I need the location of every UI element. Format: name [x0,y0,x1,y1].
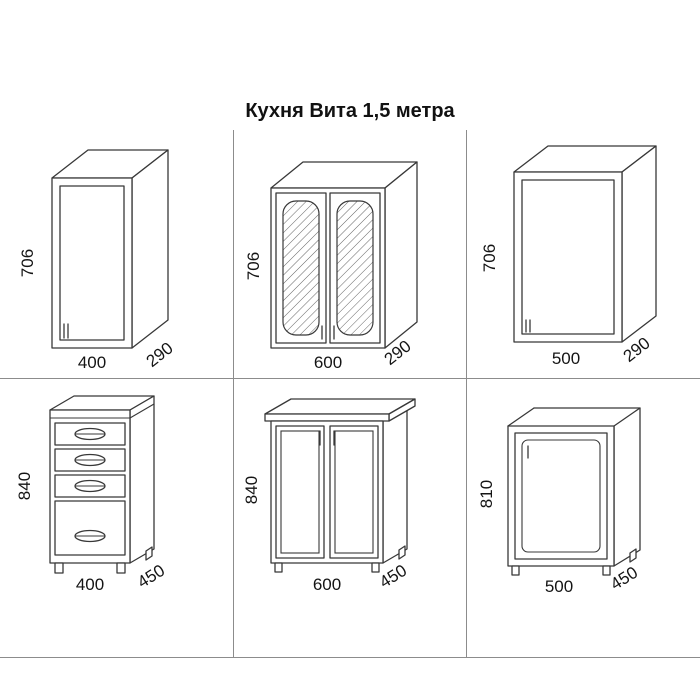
leg [116,562,126,574]
cabinet-isometric-body [49,395,155,574]
height-dim-label: 706 [244,252,263,280]
leg [602,565,611,576]
sink-base-cabinet-drawing: 810 500 450 [477,407,641,596]
height-dim-label: 840 [242,476,261,504]
grid-divider-horizontal-bottom [0,657,700,658]
side-face [613,407,641,567]
door-panel [521,179,615,335]
cell-wall-cabinet-600: 706 600 290 [233,130,466,378]
diagram-grid: 706 400 290 [0,130,700,657]
wall-cabinet-two-glass-doors-drawing: 706 600 290 [244,161,418,372]
wall-cabinet-single-door-wide-drawing: 706 500 290 [480,145,657,368]
leg [145,546,153,561]
cell-wall-cabinet-500: 706 500 290 [466,130,700,378]
width-dim-label: 400 [76,575,104,594]
height-dim-label: 840 [15,472,34,500]
width-dim-label: 600 [313,575,341,594]
cabinet-isometric-body [51,149,169,349]
door-panel [59,185,125,341]
side-face [131,149,169,349]
right-glass-panel [336,200,374,336]
door-inner-panel [521,439,601,553]
leg [371,562,380,573]
side-face [382,406,408,564]
height-dim-label: 810 [477,480,496,508]
drawer-front [54,500,126,556]
right-door-panel [329,425,379,559]
width-dim-label: 500 [552,349,580,368]
right-door-inner-panel [334,430,374,554]
left-door-inner-panel [280,430,320,554]
cell-sink-base-cabinet-500: 810 500 450 [466,378,700,657]
leg [629,548,637,563]
cabinet-isometric-body [264,398,416,573]
countertop-front [264,413,390,422]
width-dim-label: 500 [545,577,573,596]
leg [274,562,283,573]
height-dim-label: 706 [18,249,37,277]
depth-dim-label: 450 [134,561,168,592]
cabinet-isometric-body [513,145,657,343]
grid-divider-vertical-1 [233,130,234,658]
width-dim-label: 600 [314,353,342,372]
depth-dim-label: 450 [607,563,641,594]
base-cabinet-four-drawers-drawing: 840 400 450 [15,395,168,594]
width-dim-label: 400 [78,353,106,372]
grid-divider-vertical-2 [466,130,467,658]
door-panel [514,432,608,560]
open-top-edge [507,407,535,427]
countertop-edge [129,403,155,419]
side-face [129,395,155,564]
cell-base-cabinet-600-doors: 840 600 450 [233,378,466,657]
depth-dim-label: 450 [376,561,410,592]
cell-wall-cabinet-400: 706 400 290 [0,130,233,378]
side-face [621,145,657,343]
cabinet-isometric-body [507,407,641,576]
depth-dim-label: 290 [143,338,177,370]
left-door-panel [275,425,325,559]
height-dim-label: 706 [480,244,499,272]
leg [398,545,406,560]
left-glass-panel [282,200,320,336]
leg [54,562,64,574]
side-face [384,161,418,349]
grid-divider-horizontal-middle [0,378,700,379]
cell-base-cabinet-400-drawers: 840 400 450 [0,378,233,657]
cabinet-isometric-body [270,161,418,349]
base-cabinet-two-doors-drawing: 840 600 450 [242,398,416,594]
wall-cabinet-single-door-drawing: 706 400 290 [18,149,177,372]
page-title: Кухня Вита 1,5 метра [245,100,455,122]
leg [511,565,520,576]
